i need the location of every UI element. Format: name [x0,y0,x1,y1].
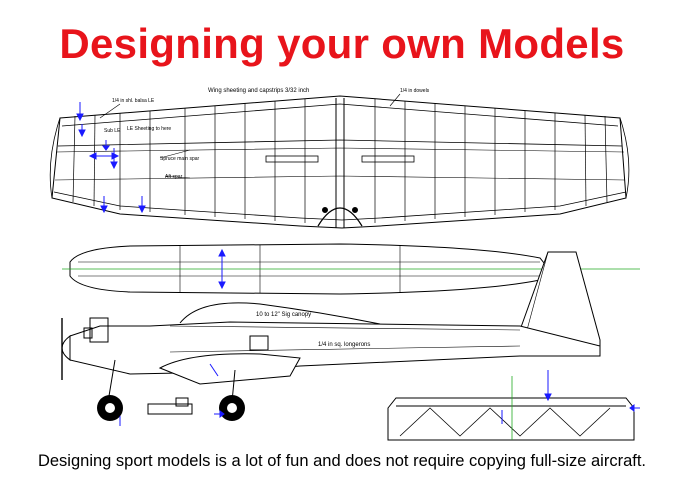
aft-spar-label: Aft spar [165,174,183,180]
wheels [97,395,245,421]
sub-le-label: Sub LE [104,128,121,134]
truss-detail [387,376,635,441]
canopy-label: 10 to 12" Sig canopy [256,312,311,318]
page-title: Designing your own Models [59,20,625,67]
wing-plan-view [49,93,630,229]
wing-dimension-arrows [76,102,146,214]
caption: Designing sport models is a lot of fun a… [37,452,647,470]
le-label: 1/4 in shl. balsa LE [112,98,155,104]
spruce-spar-label: Spruce main spar [160,156,200,162]
fuselage-side-view [61,251,601,415]
le-sheeting-label: LE Sheeting to here [127,126,171,132]
wing-sheeting-label: Wing sheeting and capstrips 3/32 inch [208,88,309,94]
longerons-label: 1/4 in sq. longerons [318,342,370,348]
dowels-label: 1/4 in dowels [400,88,430,94]
